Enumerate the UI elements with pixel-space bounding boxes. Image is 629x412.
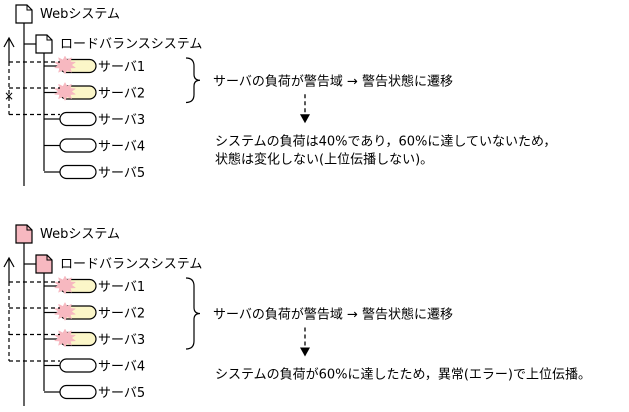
server-label-1: サーバ1 bbox=[98, 60, 145, 75]
lb-label: ロードバランスシステム bbox=[60, 37, 202, 52]
server-label-5: サーバ5 bbox=[98, 166, 145, 181]
server-label-4: サーバ4 bbox=[98, 360, 145, 375]
system-document-icon bbox=[15, 4, 33, 24]
propagate-arrow-up-icon bbox=[3, 36, 15, 48]
grouping-brace bbox=[185, 277, 201, 350]
arrow-down-icon bbox=[300, 114, 310, 124]
server-capsule-icon bbox=[59, 138, 97, 153]
server-capsule-icon bbox=[59, 358, 97, 373]
result-text-line-1: システムの負荷が60%に達したため，異常(エラー)で上位伝播。 bbox=[215, 368, 591, 383]
server-label-3: サーバ3 bbox=[98, 113, 145, 128]
server-label-5: サーバ5 bbox=[98, 386, 145, 401]
server-label-2: サーバ2 bbox=[98, 87, 145, 102]
result-text-line-2: 状態は変化しない(上位伝播しない)。 bbox=[215, 151, 433, 167]
result-text-line-1: システムの負荷は40%であり，60%に達していないため， bbox=[215, 134, 556, 149]
server-capsule-icon bbox=[59, 384, 97, 400]
lb-document-icon bbox=[35, 254, 53, 274]
system-label: Webシステム bbox=[40, 7, 120, 22]
grouping-brace bbox=[185, 57, 201, 104]
lb-label: ロードバランスシステム bbox=[60, 257, 202, 272]
transition-text: サーバの負荷が警告域 → 警告状態に遷移 bbox=[213, 73, 453, 89]
warning-burst-icon bbox=[53, 275, 77, 295]
server-capsule-icon bbox=[59, 164, 97, 180]
server-label-4: サーバ4 bbox=[98, 140, 145, 155]
propagate-arrow-up-icon bbox=[3, 256, 15, 268]
arrow-down-icon bbox=[300, 347, 310, 357]
lb-document-icon bbox=[35, 34, 53, 54]
blocked-cross-icon: × bbox=[4, 89, 14, 103]
server-label-1: サーバ1 bbox=[98, 280, 145, 295]
warning-burst-icon bbox=[53, 55, 77, 75]
system-label: Webシステム bbox=[40, 227, 120, 242]
system-document-icon bbox=[15, 224, 33, 244]
server-label-3: サーバ3 bbox=[98, 333, 145, 348]
warning-burst-icon bbox=[53, 301, 77, 322]
server-label-2: サーバ2 bbox=[98, 307, 145, 322]
warning-burst-icon bbox=[53, 328, 77, 348]
server-capsule-icon bbox=[59, 111, 97, 127]
transition-text: サーバの負荷が警告域 → 警告状態に遷移 bbox=[213, 307, 453, 323]
warning-burst-icon bbox=[53, 81, 77, 102]
